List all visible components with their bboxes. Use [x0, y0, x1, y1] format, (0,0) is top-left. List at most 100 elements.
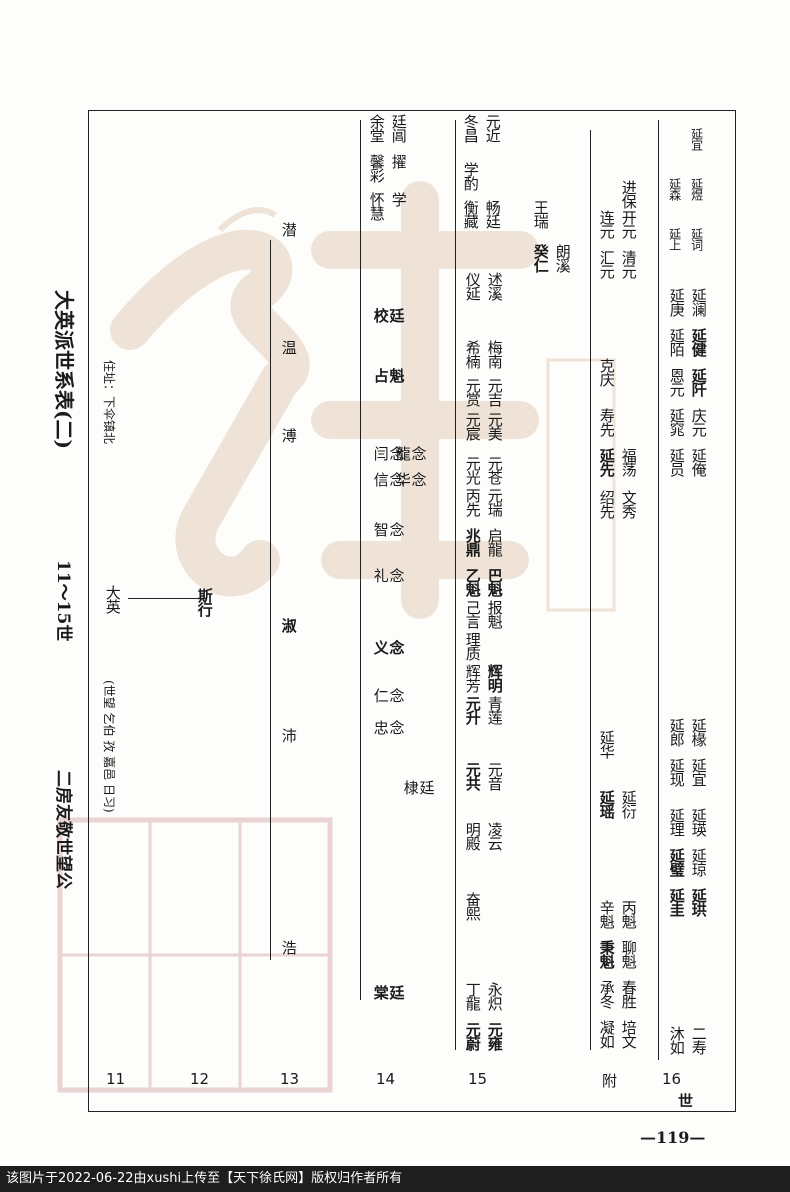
gen16-name: 二寿: [689, 1026, 708, 1054]
gen15-name: 元雍: [485, 1022, 504, 1050]
gen15-name: 青莲: [485, 696, 504, 724]
gen12-name: 斯行: [195, 588, 214, 616]
gen15-name: 兆鼎: [463, 528, 482, 556]
gen15-name: 希楠: [463, 340, 482, 368]
right-mid-name: 畅廷: [483, 200, 502, 228]
right-mid-name: 学酌: [461, 162, 480, 190]
gen16-block: 沐如 二寿 延圭 延珙 延璧 延琼 延理 延瑛 延现 延宜 延郎 延椽 延员 延…: [668, 118, 732, 1063]
page-title: 大英派世系表(二): [52, 290, 76, 449]
gen16-name: 延理: [667, 808, 686, 836]
right-name: 怀慧: [367, 192, 386, 220]
table-frame: [88, 110, 736, 1112]
gen16-name: 延圭: [667, 888, 686, 916]
gen-label-attached: 附: [602, 1072, 618, 1090]
gen15-name: 乙魁: [463, 568, 482, 596]
right-name: 学: [389, 192, 408, 206]
gen16-name: 延椽: [689, 718, 708, 746]
gen15-name: 启龍: [485, 528, 504, 556]
gen15-name: 元宸: [463, 412, 482, 440]
gen15-name: 元美: [485, 412, 504, 440]
right-name: 馨彩: [367, 154, 386, 182]
gen16-name: 延煜: [689, 178, 704, 200]
gen16-name: 延瑛: [689, 808, 708, 836]
gen15-name: 元瑞: [485, 488, 504, 516]
attached-name: 开元: [619, 210, 638, 238]
gen16-name: 延森: [667, 178, 682, 200]
gen15-name: 报魁: [485, 600, 504, 628]
gen14-name: 魁占: [371, 368, 406, 382]
gen13-pei: 沛: [279, 728, 298, 742]
gen-label-15: 15: [468, 1070, 488, 1088]
gen-label-16: 16: [662, 1070, 682, 1088]
attached-name: 清元: [619, 250, 638, 278]
gen15-name: 元音: [485, 762, 504, 790]
attached-name: 辛魁: [597, 900, 616, 928]
gen15-name: 丁龍: [463, 982, 482, 1010]
gen15-name: 元共: [463, 762, 482, 790]
gen16-name: 延员: [667, 448, 686, 476]
right-name: 擢: [389, 154, 408, 168]
gen14-name: 念闫: [371, 446, 406, 460]
gen16-name: 延珙: [689, 888, 708, 916]
attached-name: 绍先: [597, 490, 616, 518]
gen15-name: 元升: [463, 696, 482, 724]
right-mid-name: 元近: [483, 114, 502, 142]
gen16-name: 延健: [689, 328, 708, 356]
gen13-hao: 浩: [279, 940, 298, 954]
gen16-name: 延郎: [667, 718, 686, 746]
attached-name: 连元: [597, 210, 616, 238]
attached-name: 承冬: [597, 980, 616, 1008]
right-mid-column: 冬昌 元近 学酌 衡藏 畅廷 癸仁 朗溪 王瑞: [462, 114, 592, 294]
branch-line: [360, 120, 361, 1000]
gen13-wen: 温: [279, 340, 298, 354]
gen16-name: 庆元: [689, 408, 708, 436]
connector-11-12: [128, 598, 198, 599]
gen16-name: 延俺: [689, 448, 708, 476]
attached-name: 丙魁: [619, 900, 638, 928]
upload-footer: 该图片于2022-06-22由xushi上传至【天下徐氏网】版权归作者所有: [0, 1166, 790, 1192]
gen15-name: 凌云: [485, 822, 504, 850]
gen13-pu: 溥: [279, 428, 298, 442]
attached-name: 延先: [597, 448, 616, 476]
gen16-name: 延词: [689, 228, 704, 250]
right-top-column: 余堂 廷阊 擢 馨彩 怀慧 学: [368, 114, 498, 234]
attached-name: 进保: [619, 180, 638, 208]
gen16-name: 延澜: [689, 288, 708, 316]
attached-name: 福荡: [619, 448, 638, 476]
page-number: —119—: [640, 1128, 706, 1147]
branch-line: [590, 130, 591, 1050]
gen16-name: 延陌: [667, 328, 686, 356]
gen11-note: (世望 乞伯 孜 嘉邑 日习): [102, 680, 116, 813]
gen15-name: 永炽: [485, 982, 504, 1010]
attached-name: 文秀: [619, 490, 638, 518]
right-name: 余堂: [367, 114, 386, 142]
generation-range: 11～15世: [53, 560, 73, 642]
gen15-name: 梅南: [485, 340, 504, 368]
gen-label-12: 12: [190, 1070, 210, 1088]
right-mid-name: 衡藏: [461, 200, 480, 228]
gen16-name: 延琼: [689, 848, 708, 876]
gen14-name: 廷棠: [371, 985, 406, 999]
gen-label-shi: 世: [678, 1092, 694, 1110]
gen14-name: 廷棣: [401, 780, 436, 794]
residence: 住址：下伞镇北: [102, 360, 116, 445]
gen14-name: 念龍: [393, 446, 428, 460]
gen15-name: 元蔚: [463, 1022, 482, 1050]
gen14-name: 念礼: [371, 568, 406, 582]
gen15-name: 理质: [463, 632, 482, 660]
gen11-dayingname: 大英: [103, 585, 122, 613]
attached-name: 凝如: [597, 1020, 616, 1048]
attached-name: 延瑶: [597, 790, 616, 818]
gen16-name: 延宜: [689, 128, 704, 150]
gen-label-11: 11: [106, 1070, 126, 1088]
gen16-name: 延现: [667, 758, 686, 786]
gen14-name: 念智: [371, 522, 406, 536]
gen-label-14: 14: [376, 1070, 396, 1088]
attached-name: 延衍: [619, 790, 638, 818]
subtitle: 二房友敬世望公: [53, 770, 73, 889]
gen15-block: 元蔚 元雍 丁龍 永炽 奋熙 明殿 凌云 元共 元音 元升 青莲 辉芳 辉明 理…: [464, 266, 508, 1056]
gen16-name: 延窕: [667, 408, 686, 436]
gen15-name: 明殿: [463, 822, 482, 850]
